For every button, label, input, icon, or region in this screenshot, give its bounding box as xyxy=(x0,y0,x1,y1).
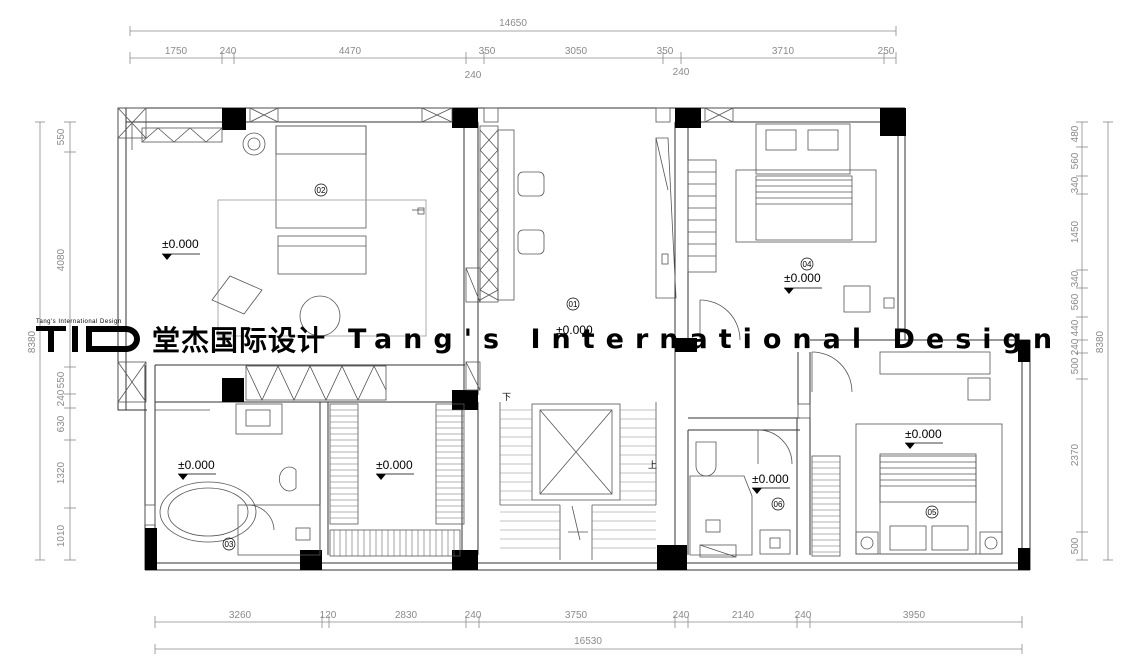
bottom-dim-6: 240 xyxy=(673,610,690,621)
right-dim-6: 560 xyxy=(1070,293,1081,310)
room-04-furniture xyxy=(687,123,895,341)
left-dim-6: 1320 xyxy=(56,461,67,484)
svg-text:04: 04 xyxy=(803,260,812,269)
top-dim-5: 3050 xyxy=(565,46,588,57)
top-dim-extra-1: 240 xyxy=(465,70,482,81)
level-marker-04: ±0.000 xyxy=(784,271,822,294)
left-dim-4: 240 xyxy=(56,389,67,406)
top-dim-8: 250 xyxy=(878,46,895,57)
room-tag-02: 02 xyxy=(314,183,328,197)
top-total-dim: 14650 xyxy=(499,18,527,29)
right-dim-9: 500 xyxy=(1070,357,1081,374)
top-dim-4: 350 xyxy=(479,46,496,57)
left-dim-1: 550 xyxy=(56,128,67,145)
bottom-dim-8: 240 xyxy=(795,610,812,621)
room-tag-01: 01 xyxy=(566,297,580,311)
level-marker-06: ±0.000 xyxy=(752,472,790,494)
bottom-dim-5: 3750 xyxy=(565,610,588,621)
right-dim-5: 340 xyxy=(1070,270,1081,287)
level-marker-02: ±0.000 xyxy=(162,237,200,260)
watermark: 堂杰国际设计 Tang's International Design xyxy=(36,322,1064,357)
right-dim-1: 480 xyxy=(1070,125,1081,142)
watermark-small-text: Tang's International Design xyxy=(36,319,122,325)
bottom-dim-2: 120 xyxy=(320,610,337,621)
level-marker-closet: ±0.000 xyxy=(376,458,414,480)
room-03-furniture xyxy=(155,403,321,556)
svg-text:01: 01 xyxy=(569,300,578,309)
left-dimensions xyxy=(35,121,76,561)
closet-racks xyxy=(329,403,465,557)
room-02-furniture xyxy=(131,124,427,337)
bottom-dim-3: 2830 xyxy=(395,610,418,621)
stair-up-label: 上 xyxy=(648,460,657,470)
level-marker-05: ±0.000 xyxy=(905,427,943,449)
right-dim-10: 2370 xyxy=(1070,443,1081,466)
bottom-dim-1: 3260 xyxy=(229,610,252,621)
right-dimensions xyxy=(1076,121,1113,561)
top-dim-extra-2: 240 xyxy=(673,67,690,78)
stair-down-label: 下 xyxy=(502,392,511,402)
walls xyxy=(117,107,1031,571)
right-dim-2: 560 xyxy=(1070,152,1081,169)
room-tag-03: 03 xyxy=(222,537,236,551)
columns xyxy=(145,108,1030,570)
right-dim-11: 500 xyxy=(1070,537,1081,554)
watermark-english: Tang's International Design xyxy=(348,323,1064,355)
corridor-screen xyxy=(479,125,677,303)
svg-text:05: 05 xyxy=(928,508,937,517)
left-dim-3: 550 xyxy=(56,371,67,388)
svg-text:06: 06 xyxy=(774,500,783,509)
top-dimensions xyxy=(129,26,897,64)
right-total-dim: 8380 xyxy=(1095,330,1106,353)
right-dim-7: 440 xyxy=(1070,319,1081,336)
svg-text:02: 02 xyxy=(317,186,326,195)
room-05-furniture xyxy=(811,351,1003,557)
window-panels xyxy=(117,107,811,558)
top-dim-7: 3710 xyxy=(772,46,795,57)
bottom-dim-9: 3950 xyxy=(903,610,926,621)
watermark-chinese: 堂杰国际设计 xyxy=(152,324,327,357)
stair-lift xyxy=(499,402,657,560)
top-dim-3: 4470 xyxy=(339,46,362,57)
room-tag-05: 05 xyxy=(925,505,939,519)
right-dim-8: 240 xyxy=(1070,338,1081,355)
right-dim-3: 340 xyxy=(1070,176,1081,193)
tid-logo xyxy=(36,326,140,352)
room-06-furniture xyxy=(689,429,793,556)
left-dim-5: 630 xyxy=(56,415,67,432)
level-marker-01: ±0.000 xyxy=(556,323,593,337)
bottom-dim-4: 240 xyxy=(465,610,482,621)
stair-treads xyxy=(500,409,656,549)
svg-text:±0.000: ±0.000 xyxy=(784,271,821,285)
svg-text:±0.000: ±0.000 xyxy=(376,458,413,472)
top-dim-2: 240 xyxy=(220,46,237,57)
svg-text:±0.000: ±0.000 xyxy=(752,472,789,486)
bottom-total-dim: 16530 xyxy=(574,636,602,647)
top-dim-1: 1750 xyxy=(165,46,188,57)
svg-text:±0.000: ±0.000 xyxy=(162,237,199,251)
top-dim-6: 350 xyxy=(657,46,674,57)
svg-text:±0.000: ±0.000 xyxy=(905,427,942,441)
svg-text:03: 03 xyxy=(225,540,234,549)
closet-rack-lines xyxy=(330,409,464,556)
left-total-dim: 8380 xyxy=(27,330,38,353)
level-marker-03: ±0.000 xyxy=(178,458,216,480)
bottom-dim-7: 2140 xyxy=(732,610,755,621)
left-dim-7: 1010 xyxy=(56,524,67,547)
left-dim-2: 4080 xyxy=(56,248,67,271)
svg-text:±0.000: ±0.000 xyxy=(556,323,593,337)
right-dim-4: 1450 xyxy=(1070,220,1081,243)
bottom-dimensions xyxy=(154,616,1023,654)
room-tag-04: 04 xyxy=(800,257,814,271)
wardrobe-lines xyxy=(812,461,840,553)
svg-text:±0.000: ±0.000 xyxy=(178,458,215,472)
room-tag-06: 06 xyxy=(771,497,785,511)
